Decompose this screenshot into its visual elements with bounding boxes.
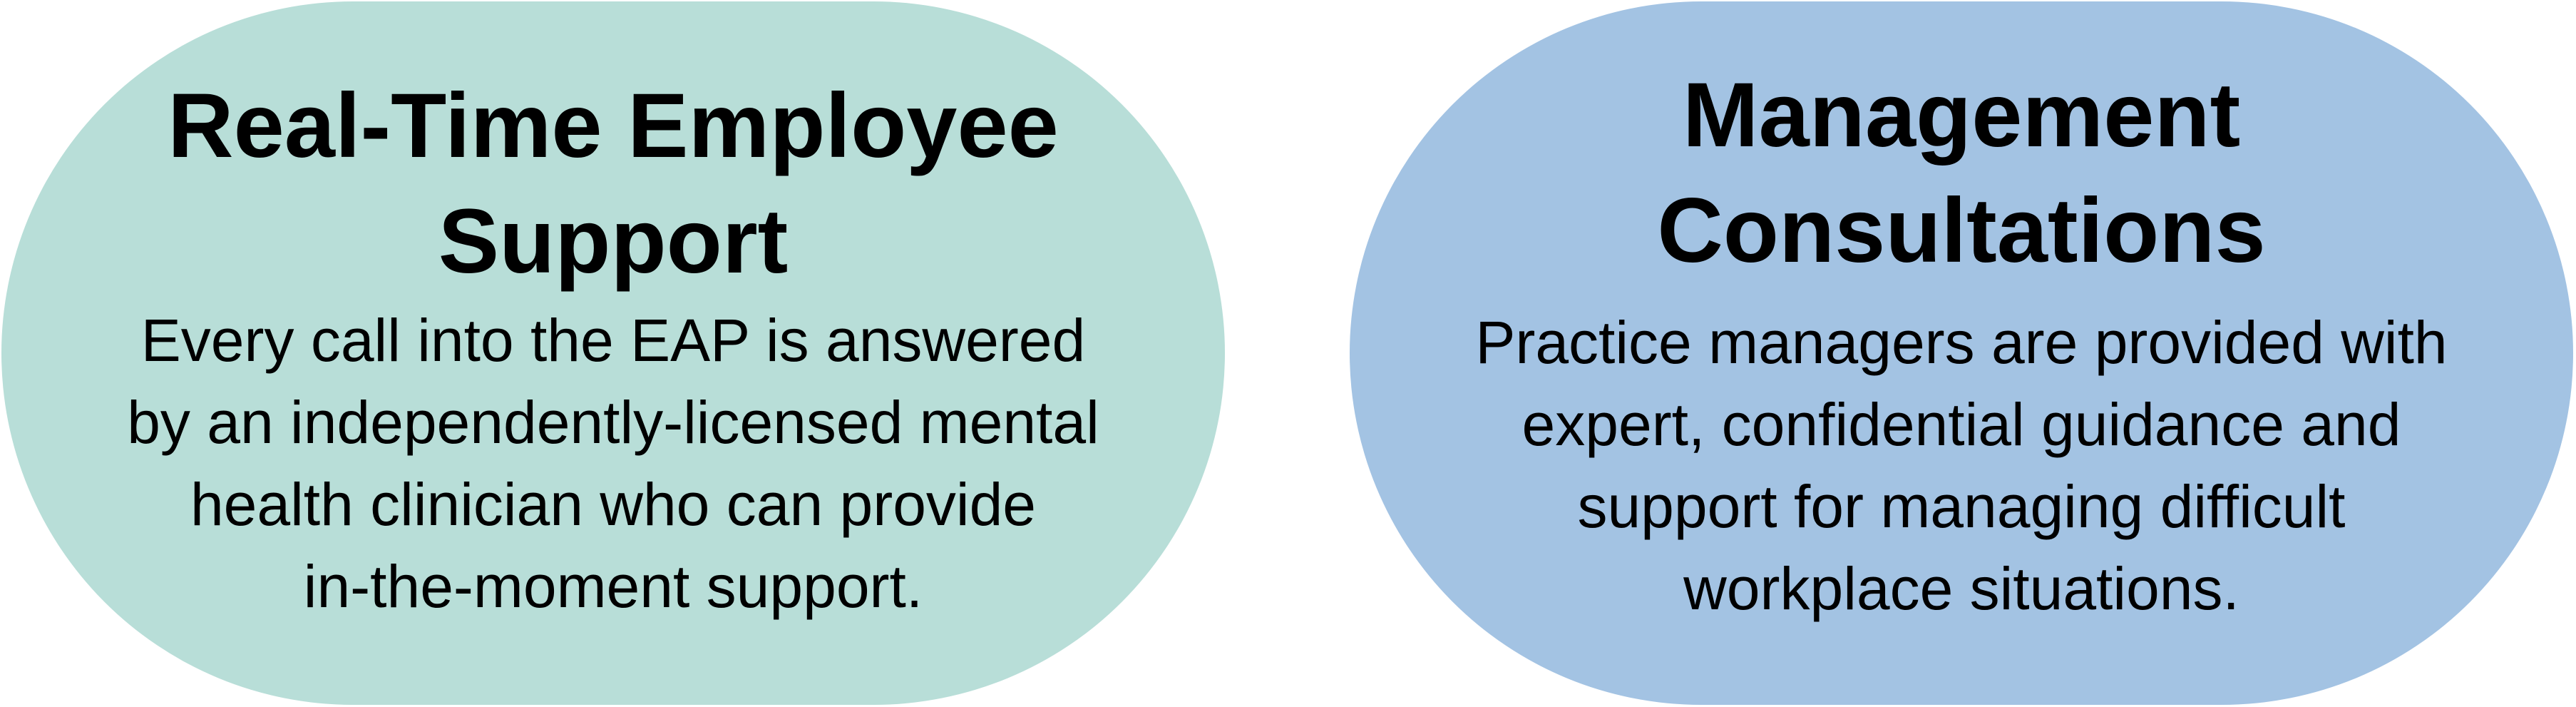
management-consultations-title: Management Consultations: [1657, 64, 2266, 282]
employee-support-description: Every call into the EAP is answered by a…: [127, 307, 1099, 620]
management-consultations-pill: Management Consultations Practice manage…: [1350, 1, 2573, 705]
employee-support-title: Real-Time Employee Support: [168, 75, 1059, 293]
employee-support-pill: Real-Time Employee Support Every call in…: [1, 1, 1225, 705]
management-consultations-description: Practice managers are provided with expe…: [1475, 309, 2448, 622]
